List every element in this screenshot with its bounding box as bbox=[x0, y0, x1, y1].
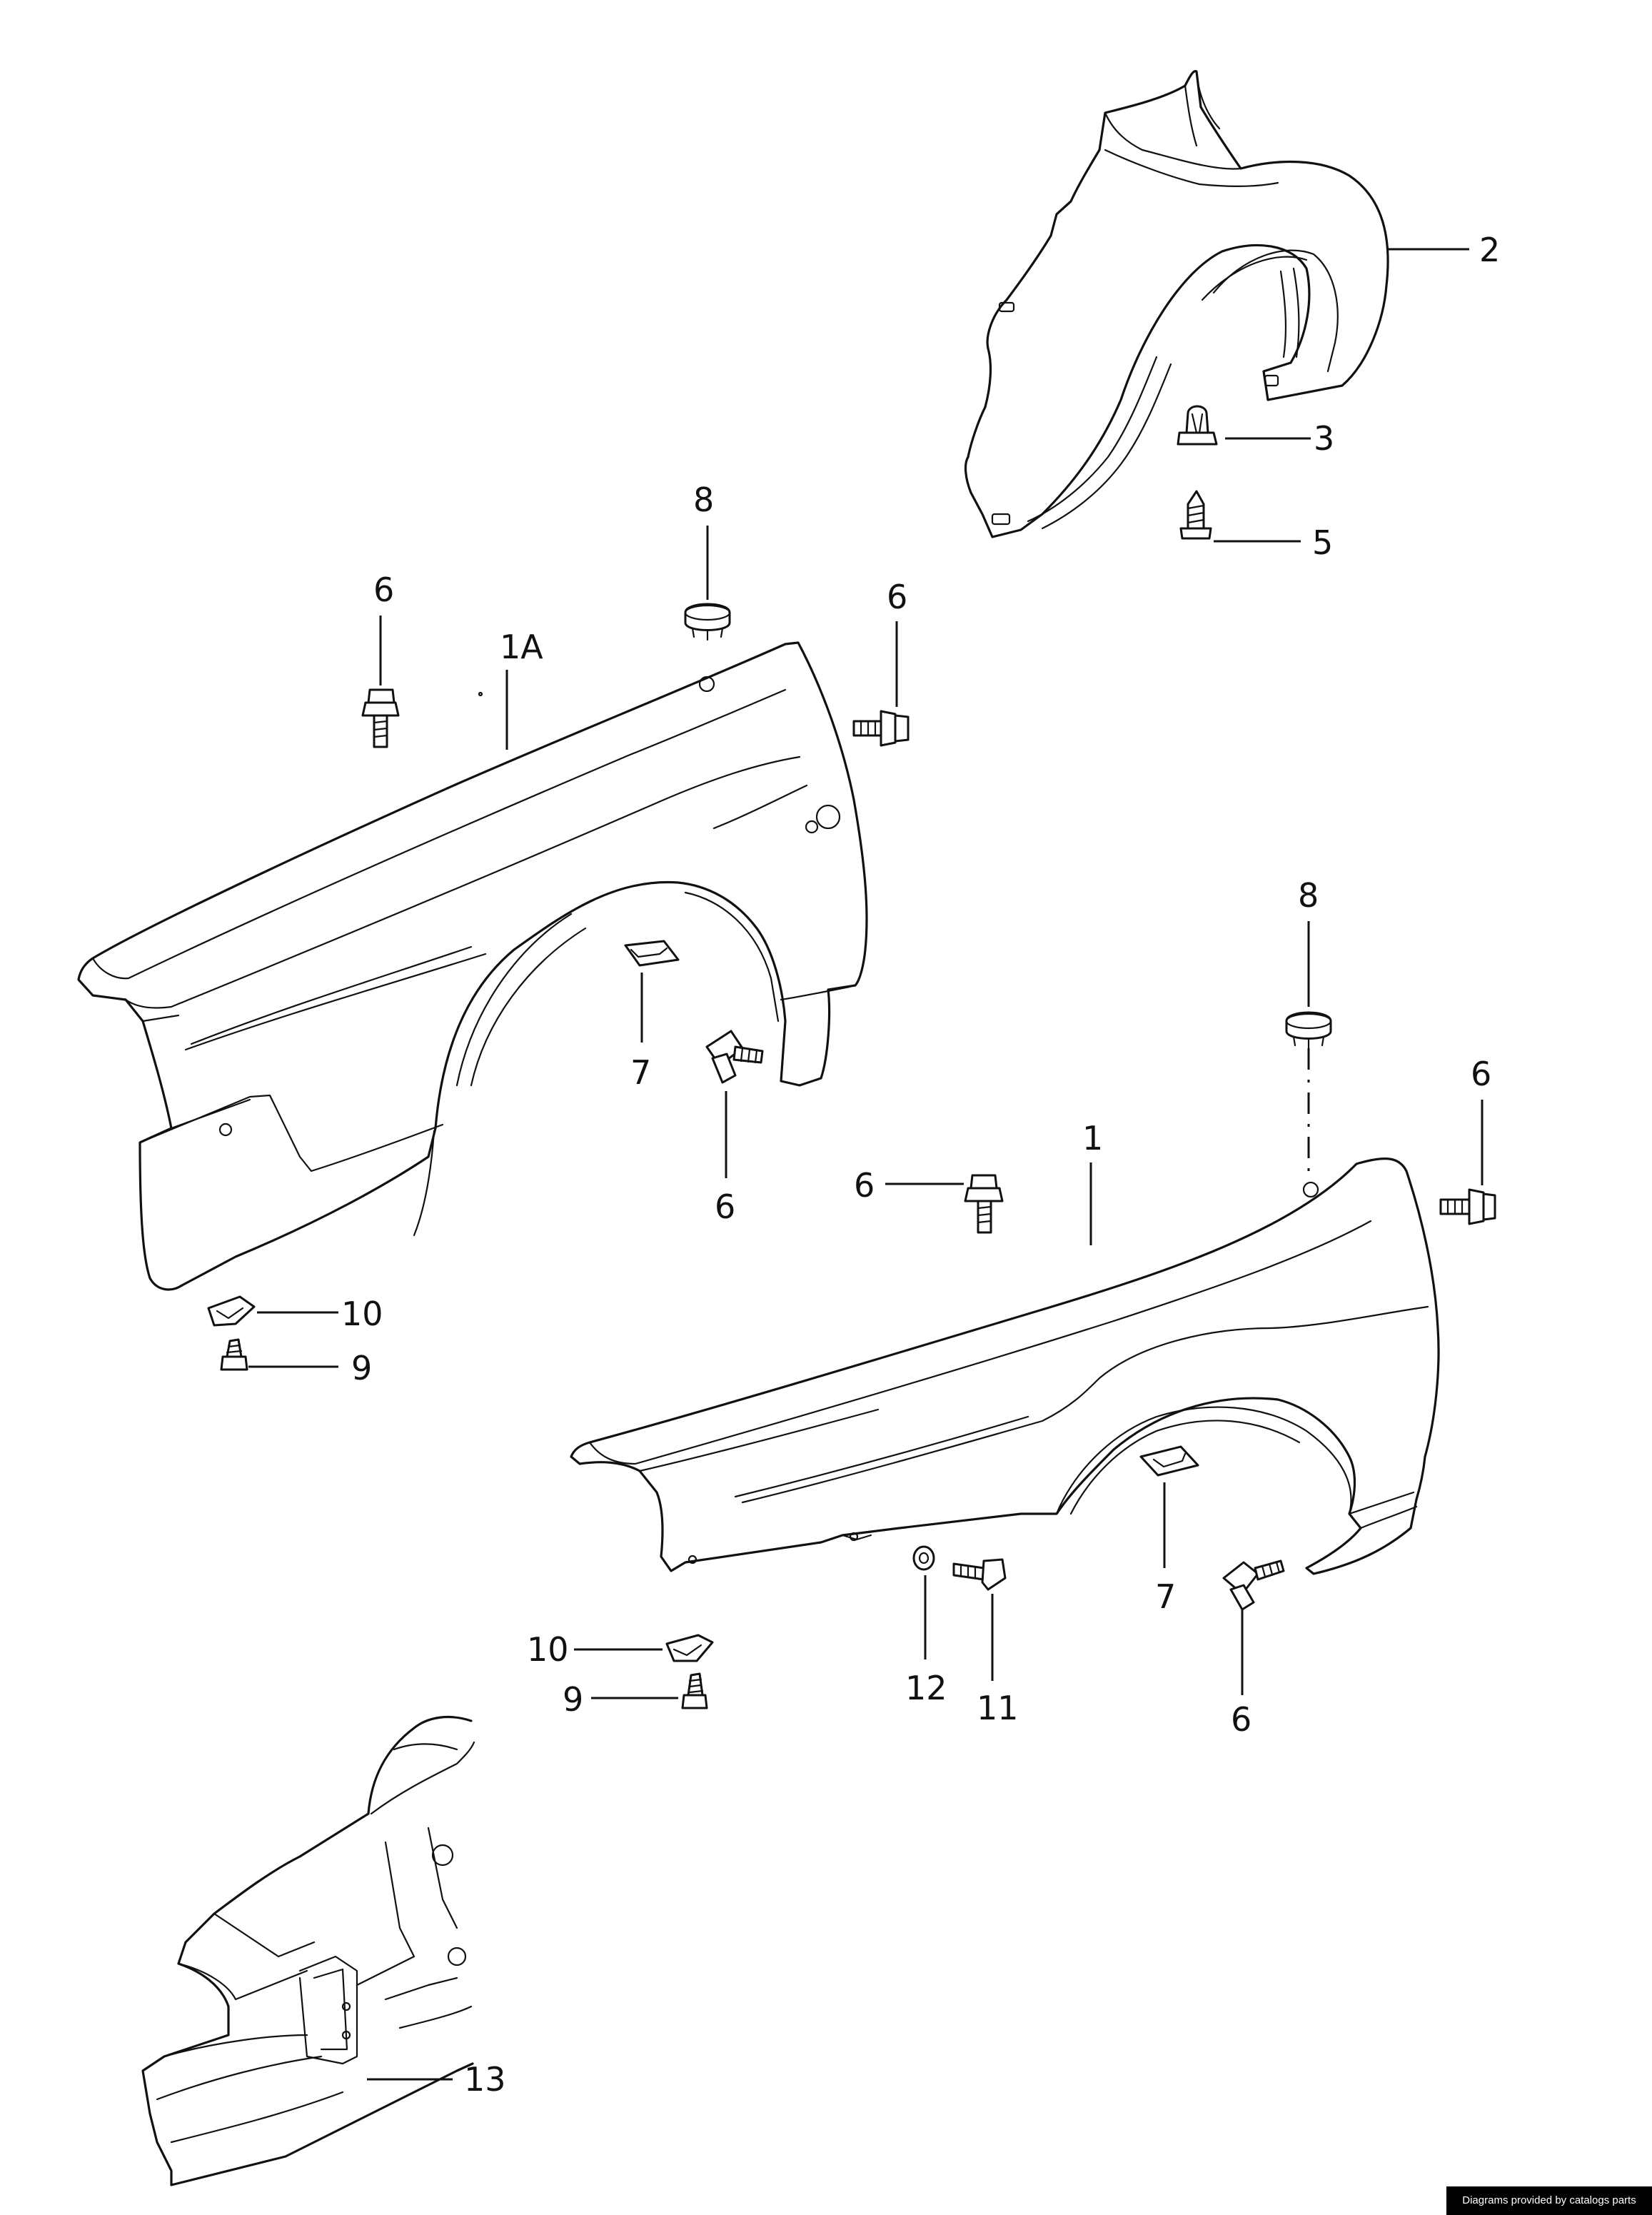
bolt-6-d bbox=[964, 1174, 1004, 1234]
leader-lines bbox=[248, 248, 1484, 2081]
nut-7-upper bbox=[624, 940, 680, 967]
bolt-6-f bbox=[1222, 1559, 1285, 1611]
callout-6-c: 6 bbox=[715, 1187, 735, 1226]
fender-1 bbox=[570, 1157, 1440, 1575]
callout-10-upper: 10 bbox=[341, 1295, 383, 1333]
callout-11: 11 bbox=[977, 1689, 1019, 1727]
clip-3 bbox=[1177, 405, 1218, 446]
bolt-6-e bbox=[1439, 1188, 1496, 1225]
callout-labels: 2 3 5 8 6 1A 6 7 6 10 9 8 6 1 6 7 12 11 … bbox=[341, 231, 1500, 2099]
callout-10-lower: 10 bbox=[527, 1630, 569, 1669]
callout-9-lower: 9 bbox=[563, 1680, 583, 1719]
bolt-11 bbox=[952, 1558, 1007, 1591]
nut-7-lower bbox=[1139, 1445, 1199, 1477]
callout-5: 5 bbox=[1312, 523, 1333, 562]
inner-panel-13 bbox=[141, 1715, 475, 2186]
callout-13: 13 bbox=[464, 2060, 506, 2099]
callout-2: 2 bbox=[1479, 231, 1500, 269]
callout-6-a: 6 bbox=[373, 571, 394, 609]
bolt-6-b bbox=[852, 710, 910, 747]
clip-10-lower bbox=[665, 1634, 714, 1662]
callout-12: 12 bbox=[905, 1669, 947, 1707]
bolt-6-c bbox=[705, 1030, 764, 1084]
screw-5 bbox=[1179, 490, 1212, 540]
wheel-housing-liner bbox=[964, 70, 1389, 538]
callout-6-b: 6 bbox=[887, 578, 907, 616]
callout-7-upper: 7 bbox=[630, 1053, 651, 1092]
callout-7-lower: 7 bbox=[1155, 1577, 1176, 1616]
callout-1: 1 bbox=[1082, 1119, 1103, 1157]
bolt-6-a bbox=[361, 688, 400, 748]
callout-9-upper: 9 bbox=[351, 1349, 372, 1387]
cap-8-upper bbox=[684, 603, 731, 641]
clip-10-upper bbox=[207, 1295, 256, 1327]
cap-8-lower bbox=[1285, 1011, 1332, 1050]
callout-3: 3 bbox=[1314, 419, 1334, 458]
fender-1a bbox=[77, 641, 868, 1291]
screw-9-lower bbox=[681, 1672, 708, 1709]
callout-1a: 1A bbox=[500, 628, 543, 666]
screw-9-upper bbox=[220, 1338, 248, 1371]
callout-8-lower: 8 bbox=[1298, 876, 1319, 915]
washer-12 bbox=[912, 1545, 935, 1571]
callout-6-d: 6 bbox=[1471, 1055, 1491, 1093]
credit-banner: Diagrams provided by catalogs parts bbox=[1446, 2186, 1652, 2215]
callout-6-f: 6 bbox=[1231, 1700, 1251, 1739]
callout-8-upper: 8 bbox=[693, 481, 714, 519]
callout-6-e: 6 bbox=[854, 1166, 875, 1205]
